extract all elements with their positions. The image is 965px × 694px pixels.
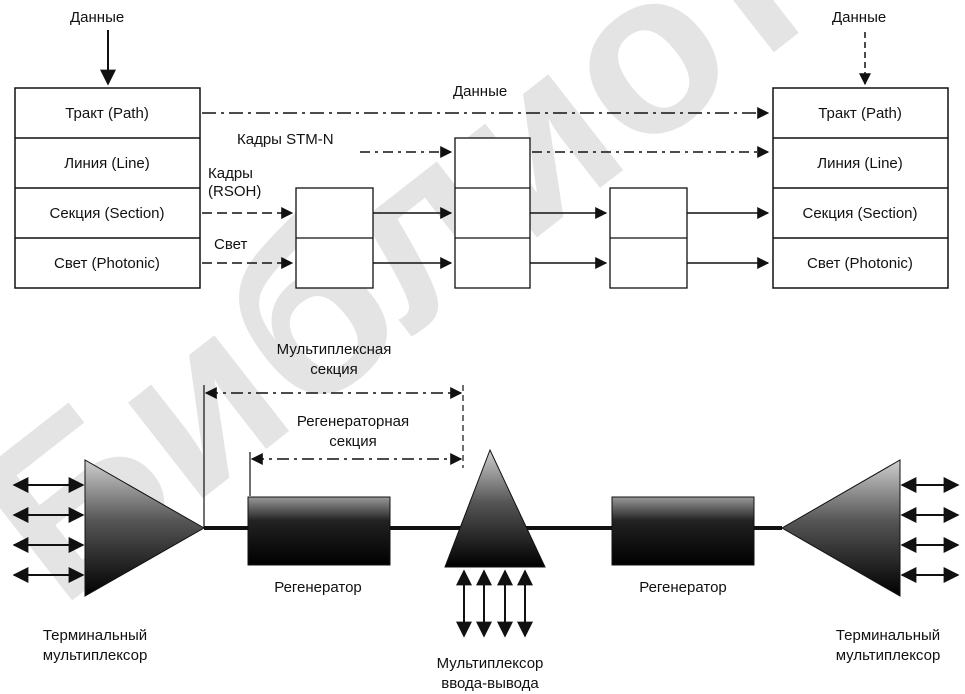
regenerator-1: [247, 496, 391, 566]
data-label-right: Данные: [832, 9, 886, 26]
layer-section-left: Секция (Section): [49, 205, 164, 222]
regen-box-2: [609, 187, 688, 289]
regenerator-2: [611, 496, 755, 566]
terminal-mux-right: [780, 459, 901, 597]
terminal-mux-left-label-1: Терминальный: [43, 627, 147, 644]
data-label-left: Данные: [70, 9, 124, 26]
adm-label-1: Мультиплексор: [437, 655, 544, 672]
regenerator-1-label: Регенератор: [274, 579, 362, 596]
mux-section-label-2: секция: [310, 361, 358, 378]
frames-rsoh-label-1: Кадры: [208, 165, 253, 182]
add-drop-mux: [444, 448, 546, 568]
layer-path-left: Тракт (Path): [65, 105, 149, 122]
tributary-arrows-right: [900, 477, 960, 583]
layer-section-right: Секция (Section): [802, 205, 917, 222]
terminal-mux-left: [84, 459, 206, 597]
data-label-top: Данные: [453, 83, 507, 100]
layer-photonic-left: Свет (Photonic): [54, 255, 160, 272]
layer-line-right: Линия (Line): [817, 155, 903, 172]
terminal-mux-right-label-2: мультиплексор: [836, 647, 941, 664]
adm-box: [454, 137, 531, 289]
terminal-mux-right-label-1: Терминальный: [836, 627, 940, 644]
regen-section-label-2: секция: [329, 433, 377, 450]
regenerator-2-label: Регенератор: [639, 579, 727, 596]
layer-line-left: Линия (Line): [64, 155, 150, 172]
adm-label-2: ввода-вывода: [441, 675, 539, 692]
terminal-mux-left-label-2: мультиплексор: [43, 647, 148, 664]
layer-path-right: Тракт (Path): [818, 105, 902, 122]
layer-stack-right: Тракт (Path) Линия (Line) Секция (Sectio…: [772, 87, 949, 289]
frames-stm-label: Кадры STM-N: [237, 131, 334, 148]
tributary-arrows-left: [12, 477, 85, 583]
tributary-arrows-adm: [456, 569, 533, 638]
frames-rsoh-label-2: (RSOH): [208, 183, 261, 200]
regen-section-label-1: Регенераторная: [297, 413, 409, 430]
light-label: Свет: [214, 236, 247, 253]
regen-box-1: [295, 187, 374, 289]
layer-stack-left: Тракт (Path) Линия (Line) Секция (Sectio…: [14, 87, 201, 289]
layer-photonic-right: Свет (Photonic): [807, 255, 913, 272]
mux-section-label-1: Мультиплексная: [277, 341, 392, 358]
